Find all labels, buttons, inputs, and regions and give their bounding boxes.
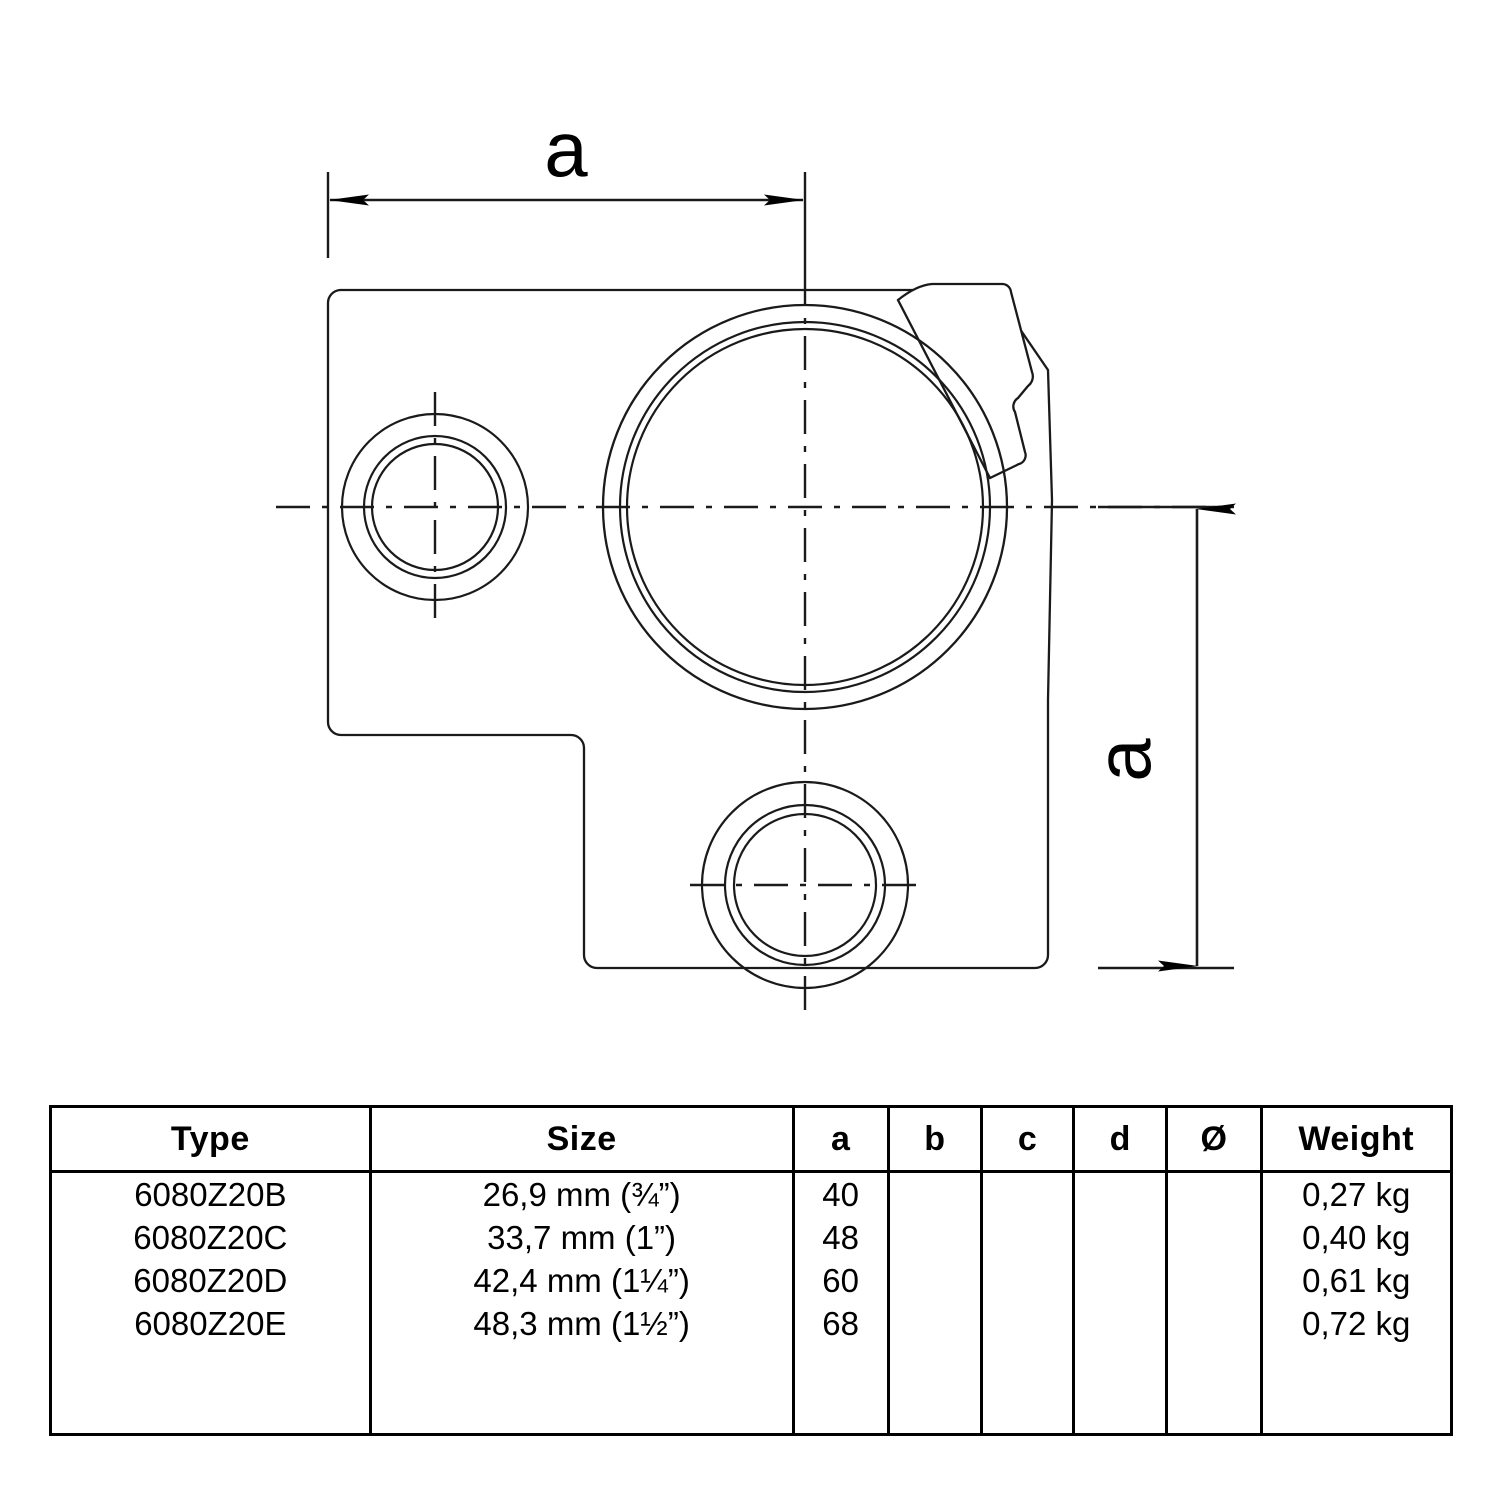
cell-empty — [49, 1389, 372, 1435]
cell-type: 6080Z20B — [49, 1171, 372, 1216]
cell-type: 6080Z20C — [49, 1216, 372, 1259]
table-row: 6080Z20C 33,7 mm (1”) 48 0,40 kg — [49, 1216, 1454, 1259]
cell-size: 42,4 mm (1¼”) — [368, 1259, 795, 1302]
header-d: d — [1072, 1106, 1169, 1173]
cell-size: 33,7 mm (1”) — [368, 1216, 795, 1259]
table-row-empty — [49, 1345, 1454, 1389]
spec-table-head: Type Size a b c d Ø Weight — [49, 1106, 1454, 1173]
cell-weight: 0,27 kg — [1259, 1171, 1454, 1216]
cell-weight: 0,72 kg — [1259, 1302, 1454, 1345]
cell-b — [886, 1302, 983, 1345]
header-type: Type — [49, 1106, 372, 1173]
spec-table-body: 6080Z20B 26,9 mm (¾”) 40 0,27 kg 6080Z20… — [49, 1171, 1454, 1435]
cell-empty — [791, 1389, 890, 1435]
table-row-empty — [49, 1389, 1454, 1435]
cell-empty — [886, 1389, 983, 1435]
cell-empty — [49, 1345, 372, 1389]
header-c: c — [979, 1106, 1076, 1173]
cell-empty — [368, 1345, 795, 1389]
table-row: 6080Z20B 26,9 mm (¾”) 40 0,27 kg — [49, 1171, 1454, 1216]
dim-a-horizontal-label: a — [544, 105, 588, 193]
cell-empty — [886, 1345, 983, 1389]
cell-size: 48,3 mm (1½”) — [368, 1302, 795, 1345]
setscrew-lug — [896, 282, 1034, 480]
cell-diameter — [1165, 1171, 1263, 1216]
cell-weight: 0,61 kg — [1259, 1259, 1454, 1302]
cell-c — [979, 1216, 1076, 1259]
cell-a: 68 — [791, 1302, 890, 1345]
cell-a: 48 — [791, 1216, 890, 1259]
technical-drawing: a a — [276, 105, 1236, 1018]
cell-d — [1072, 1216, 1169, 1259]
cell-type: 6080Z20E — [49, 1302, 372, 1345]
cell-c — [979, 1259, 1076, 1302]
cell-empty — [979, 1389, 1076, 1435]
header-size: Size — [368, 1106, 795, 1173]
spec-table-container: Type Size a b c d Ø Weight 6080Z20B 26,9… — [49, 1105, 1454, 1450]
cell-empty — [1259, 1389, 1454, 1435]
cell-empty — [791, 1345, 890, 1389]
cell-c — [979, 1302, 1076, 1345]
cell-empty — [1072, 1389, 1169, 1435]
cell-empty — [1165, 1345, 1263, 1389]
header-b: b — [886, 1106, 983, 1173]
cell-empty — [979, 1345, 1076, 1389]
header-weight: Weight — [1259, 1106, 1454, 1173]
cell-a: 40 — [791, 1171, 890, 1216]
body-outline-group — [326, 288, 1054, 970]
dimension-a-horizontal: a — [326, 105, 807, 272]
table-row: 6080Z20D 42,4 mm (1¼”) 60 0,61 kg — [49, 1259, 1454, 1302]
cell-diameter — [1165, 1302, 1263, 1345]
cell-empty — [1165, 1389, 1263, 1435]
cell-empty — [1259, 1345, 1454, 1389]
cell-empty — [1072, 1345, 1169, 1389]
body-outline-main — [326, 288, 1054, 970]
cell-b — [886, 1259, 983, 1302]
centerlines-group — [276, 272, 1234, 1018]
cell-size: 26,9 mm (¾”) — [368, 1171, 795, 1216]
header-a: a — [791, 1106, 890, 1173]
cell-diameter — [1165, 1259, 1263, 1302]
spec-table: Type Size a b c d Ø Weight 6080Z20B 26,9… — [49, 1105, 1454, 1436]
cell-a: 60 — [791, 1259, 890, 1302]
cell-weight: 0,40 kg — [1259, 1216, 1454, 1259]
cell-d — [1072, 1302, 1169, 1345]
cell-diameter — [1165, 1216, 1263, 1259]
cell-d — [1072, 1259, 1169, 1302]
cell-type: 6080Z20D — [49, 1259, 372, 1302]
drawing-canvas: a a — [276, 105, 1236, 1018]
cell-c — [979, 1171, 1076, 1216]
header-diameter: Ø — [1165, 1106, 1263, 1173]
dimension-a-vertical: a — [1079, 503, 1236, 972]
table-header-row: Type Size a b c d Ø Weight — [49, 1106, 1454, 1173]
cell-empty — [368, 1389, 795, 1435]
dim-a-vertical-label: a — [1079, 738, 1167, 782]
cell-b — [886, 1216, 983, 1259]
table-row: 6080Z20E 48,3 mm (1½”) 68 0,72 kg — [49, 1302, 1454, 1345]
cell-b — [886, 1171, 983, 1216]
cell-d — [1072, 1171, 1169, 1216]
